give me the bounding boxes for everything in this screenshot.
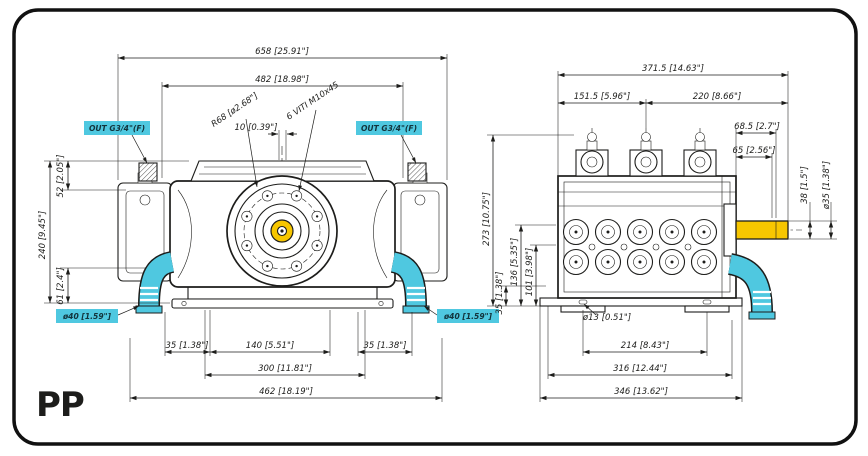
dim-side-35: 35 [1.38"] xyxy=(495,272,505,315)
dim-front-462: 462 [18.19"] xyxy=(259,387,313,397)
dim-front-61: 61 [2.4"] xyxy=(56,267,66,305)
dim-front-300: 300 [11.81"] xyxy=(258,364,312,374)
dim-front-35-right: 35 [1.38"] xyxy=(364,341,407,351)
drain-left-label: ø40 [1.59"] xyxy=(62,312,112,321)
dim-front-inner-width: 482 [18.98"] xyxy=(255,75,309,85)
shaft-flange xyxy=(226,175,338,287)
dim-side-height-273: 273 [10.75"] xyxy=(482,192,492,246)
dim-side-101: 101 [3.98"] xyxy=(525,248,535,296)
dim-front-140: 140 [5.51"] xyxy=(246,341,294,351)
dim-side-346: 346 [13.62"] xyxy=(614,387,668,397)
valve-caps xyxy=(562,218,718,276)
dim-foot-hole: ø13 [0.51"] xyxy=(582,313,631,323)
out-port-left-tag xyxy=(84,121,150,135)
model-title: PP xyxy=(36,385,84,425)
dim-side-220: 220 [8.66"] xyxy=(693,92,741,102)
pto-shaft-highlight xyxy=(735,220,789,240)
front-pump-drawing xyxy=(117,146,448,314)
dim-side-38: 38 [1.5"] xyxy=(800,166,810,204)
dim-side-65: 65 [2.56"] xyxy=(733,146,776,156)
out-port-left-label: OUT G3/4"(F) xyxy=(89,124,145,133)
dim-side-136: 136 [5.35"] xyxy=(510,238,520,286)
out-port-right-tag xyxy=(356,121,422,135)
front-view: 658 [25.91"] 482 [18.98"] 10 [0.39"] R68… xyxy=(38,47,499,402)
dim-shaft-diameter: ø35 [1.38"] xyxy=(822,161,832,210)
drain-elbow-right xyxy=(390,251,430,314)
front-callouts: OUT G3/4"(F) OUT G3/4"(F) ø40 [1.59"] ø4… xyxy=(56,121,499,323)
side-pump-drawing xyxy=(539,128,802,320)
dim-side-68: 68.5 [2.7"] xyxy=(734,122,780,132)
dim-front-52: 52 [2.05"] xyxy=(56,155,66,198)
dim-front-total-width: 658 [25.91"] xyxy=(255,47,309,57)
dim-side-316: 316 [12.44"] xyxy=(613,364,667,374)
drain-left-tag xyxy=(56,309,118,323)
drain-right-tag xyxy=(437,309,499,323)
dim-side-151: 151.5 [5.96"] xyxy=(574,92,631,102)
cylinder-heads xyxy=(575,132,717,177)
dim-front-35-left: 35 [1.38"] xyxy=(166,341,209,351)
dim-side-214: 214 [8.43"] xyxy=(621,341,669,351)
drain-right-label: ø40 [1.59"] xyxy=(443,312,493,321)
side-dimensions: 371.5 [14.63"] 151.5 [5.96"] 220 [8.66"]… xyxy=(482,64,837,402)
dim-front-offset: 10 [0.39"] xyxy=(235,123,278,133)
side-view: 371.5 [14.63"] 151.5 [5.96"] 220 [8.66"]… xyxy=(482,64,837,402)
dim-front-height-240: 240 [9.45"] xyxy=(38,211,48,259)
out-port-right-label: OUT G3/4"(F) xyxy=(361,124,417,133)
dim-side-total-width: 371.5 [14.63"] xyxy=(642,64,704,74)
side-drain-elbow xyxy=(727,253,776,320)
port-boss-left xyxy=(138,162,158,182)
port-boss-right xyxy=(407,162,427,182)
